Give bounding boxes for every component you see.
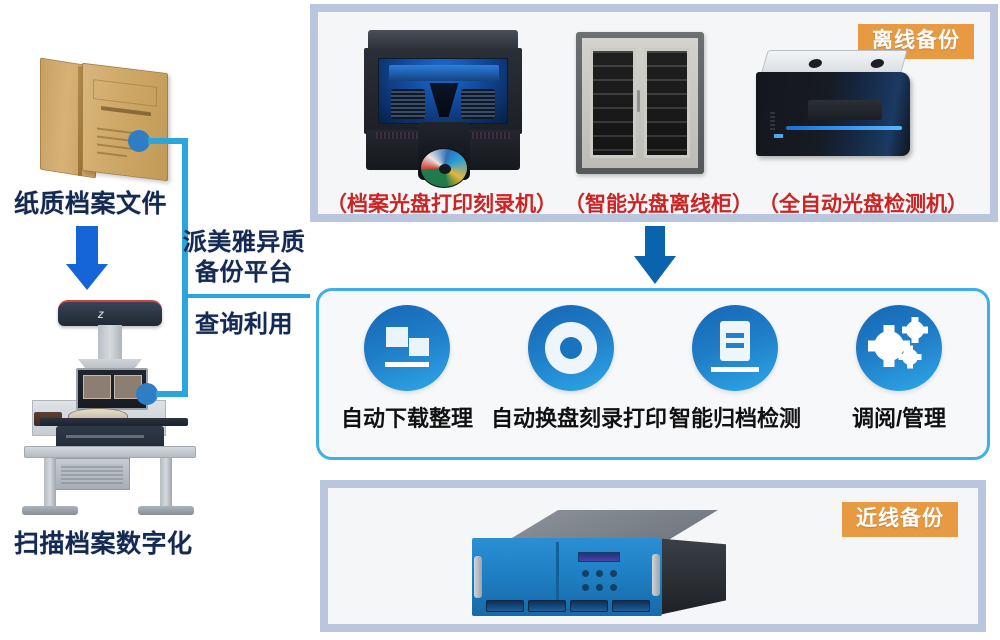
publisher-mechanism: [389, 65, 499, 81]
library-button[interactable]: [610, 584, 617, 591]
publisher-body: [364, 48, 522, 134]
connector-h-bottom: [156, 391, 188, 397]
connector-corner-top: [182, 138, 188, 158]
device-label-checker: （全自动光盘检测机）: [758, 193, 968, 216]
files-icon: [364, 305, 450, 391]
connector-v-trunk: [182, 150, 188, 395]
cabinet-door-left: [590, 48, 636, 158]
library-handle-left: [474, 556, 482, 598]
cabinet-handle: [637, 90, 640, 112]
checker-light-strip: [786, 126, 902, 130]
disc-publisher-icon: [360, 30, 524, 188]
scanner-leg: [44, 458, 56, 514]
platform-divider: [186, 294, 310, 298]
library-drive-slot: [570, 600, 608, 612]
library-seam: [556, 542, 559, 600]
feature-label-auto-download: 自动下载整理: [340, 406, 473, 431]
feature-retrieve-manage[interactable]: 调阅/管理: [819, 305, 979, 433]
gears-icon: [856, 305, 942, 391]
scanner-glass-bar: [40, 418, 188, 426]
archive-box-rule: [97, 151, 127, 157]
feature-auto-burn-print[interactable]: 自动换盘刻录打印: [491, 305, 668, 433]
library-button[interactable]: [582, 584, 589, 591]
platform-name: 派美雅异质 备份平台: [178, 228, 310, 288]
feature-smart-archive-check[interactable]: 智能归档检测: [655, 305, 815, 433]
scanner-desktop: [24, 446, 196, 458]
library-drive-slot: [612, 600, 650, 612]
platform-name-line2: 备份平台: [195, 259, 293, 287]
library-front-face: [472, 538, 662, 616]
library-drive-slot: [486, 600, 524, 612]
nearline-backup-badge: 近线备份: [842, 502, 958, 537]
disc-icon: [528, 305, 614, 391]
left-column: 纸质档案文件 Z 扫描档案数字化: [0, 0, 310, 640]
library-button[interactable]: [596, 570, 603, 577]
query-use-label: 查询利用: [195, 311, 293, 338]
library-drive-slot: [528, 600, 566, 612]
connector-node-top: [128, 130, 150, 152]
publisher-top: [368, 30, 518, 52]
scanner-under-tray: [54, 458, 130, 490]
library-handle-right: [652, 554, 660, 596]
feature-label-retrieve-manage: 调阅/管理: [851, 406, 947, 431]
checker-knob: [869, 59, 886, 68]
scanner-foot: [22, 506, 78, 515]
platform-name-line1: 派美雅异质: [182, 229, 306, 256]
arrow-offline-to-features: [634, 226, 676, 284]
archive-box-front-cover: [82, 62, 168, 182]
device-label-cabinet: （智能光盘离线柜）: [564, 193, 753, 216]
scanner-leg: [160, 458, 172, 514]
archive-box-title-mark: [101, 106, 151, 117]
publisher-window: [378, 58, 508, 124]
library-side-face: [654, 538, 726, 616]
checker-led: [774, 134, 783, 138]
feature-label-auto-burn-print: 自动换盘刻录打印: [491, 406, 668, 431]
library-button[interactable]: [582, 570, 589, 577]
library-button[interactable]: [610, 570, 617, 577]
book-scanner-icon: Z: [20, 300, 200, 515]
scan-digitize-label: 扫描档案数字化: [14, 530, 193, 558]
checker-tray: [808, 100, 882, 120]
library-lcd-display: [578, 552, 620, 562]
optical-library-icon: [458, 510, 738, 618]
offline-backup-panel: 离线备份 （档案光盘打印刻录机）: [310, 4, 998, 222]
cabinet-door-right: [644, 48, 690, 158]
connector-node-bottom: [136, 383, 158, 405]
paper-archive-label: 纸质档案文件: [14, 190, 168, 218]
library-button[interactable]: [596, 584, 603, 591]
checker-body: [756, 72, 910, 156]
disc-cabinet-icon: [576, 32, 704, 174]
publisher-disc-stack: [391, 89, 425, 119]
scanner-brand-mark: Z: [98, 310, 104, 320]
features-panel: 自动下载整理 自动换盘刻录打印 智能归档检测: [316, 288, 990, 460]
paper-archive-box-icon: [30, 57, 180, 182]
printed-disc-icon: [420, 148, 468, 188]
nearline-backup-panel: 近线备份: [320, 480, 986, 632]
feature-label-smart-archive-check: 智能归档检测: [668, 406, 801, 431]
checker-knob: [807, 59, 824, 68]
scanner-column: [98, 325, 122, 373]
document-icon: [692, 305, 778, 391]
publisher-disc-stack: [461, 89, 495, 119]
cabinet-inner: [582, 38, 698, 168]
feature-auto-download[interactable]: 自动下载整理: [327, 305, 487, 433]
scanner-foot: [138, 506, 194, 515]
connector-h-top: [148, 138, 188, 144]
checker-vent: [770, 112, 775, 132]
disc-checker-icon: [748, 50, 918, 170]
publisher-center-cone: [429, 83, 459, 117]
device-label-publisher: （档案光盘打印刻录机）: [326, 193, 557, 216]
scanner-head: Z: [58, 300, 162, 326]
cabinet-frame: [576, 32, 704, 174]
